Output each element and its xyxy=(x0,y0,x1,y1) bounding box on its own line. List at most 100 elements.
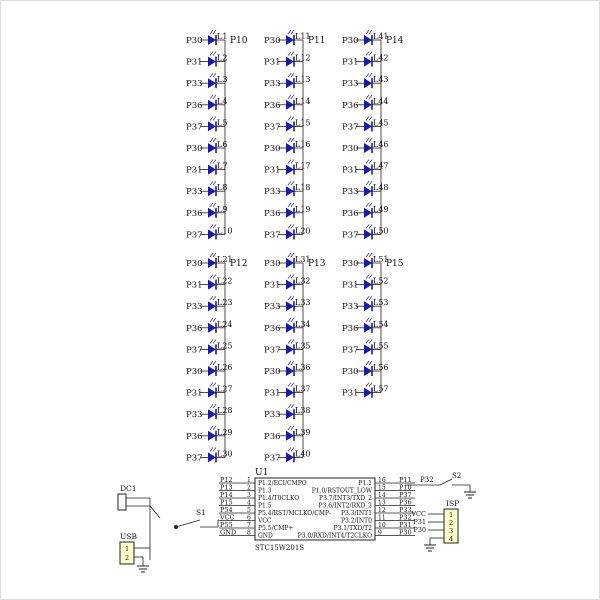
led-ref-label: L1 xyxy=(217,32,227,41)
isp-pin-number: 4 xyxy=(449,535,453,543)
mcu-pin-net: P32 xyxy=(399,514,412,522)
mcu-chip-body xyxy=(254,477,376,541)
led-ref-label: L27 xyxy=(217,385,233,394)
led-pin-label: P33 xyxy=(186,410,203,420)
led-ref-label: L48 xyxy=(373,183,389,192)
led-pin-label: P36 xyxy=(342,324,359,334)
mcu-pin-name: P1.5 xyxy=(258,503,272,510)
mcu-pin-name: P3.1/TXD/T2 xyxy=(333,525,372,532)
mcu-pin-number: 4 xyxy=(247,500,251,507)
mcu-pin-number: 12 xyxy=(378,507,386,514)
led-ref-label: L51 xyxy=(373,255,389,264)
led-ref-label: L46 xyxy=(373,140,389,149)
led-ref-label: L16 xyxy=(295,140,311,149)
led-emission-arrows xyxy=(365,382,373,387)
led-emission-arrows xyxy=(287,51,295,56)
led-ref-label: L54 xyxy=(373,320,389,329)
led-ref-label: L45 xyxy=(373,118,389,127)
mcu-pin-name: P1.4/T0CLKO xyxy=(258,495,299,502)
led-diode-icon xyxy=(364,258,372,268)
mcu-pin-name: P3.7/INT3/TXD_2 xyxy=(319,495,372,502)
led-diode-icon xyxy=(208,229,216,240)
led-ref-label: L31 xyxy=(295,255,311,264)
led-diode-icon xyxy=(286,229,294,240)
usb-pin-number: 2 xyxy=(125,554,129,562)
led-emission-arrows xyxy=(365,116,373,121)
led-emission-arrows xyxy=(287,425,295,431)
led-ref-label: L50 xyxy=(373,226,389,235)
isp-pin-number: 3 xyxy=(449,527,453,535)
led-pin-label: P33 xyxy=(264,302,281,312)
led-pin-label: P31 xyxy=(264,166,281,176)
mcu-pin-net: P37 xyxy=(399,491,412,499)
led-pin-label: P37 xyxy=(186,453,203,463)
led-emission-arrows xyxy=(209,202,217,208)
usb-label: USB xyxy=(120,532,137,541)
mcu-pin-number: 9 xyxy=(378,530,382,537)
led-ref-label: L3 xyxy=(217,75,227,84)
led-pin-label: P31 xyxy=(186,389,203,399)
led-diode-icon xyxy=(286,409,294,420)
led-pin-label: P31 xyxy=(342,58,359,68)
led-emission-arrows xyxy=(287,447,295,452)
led-pin-label: P37 xyxy=(186,122,203,132)
mcu-pin-number: 8 xyxy=(247,530,251,537)
led-diode-icon xyxy=(208,322,216,333)
led-pin-label: P31 xyxy=(342,281,359,291)
led-pin-label: P37 xyxy=(342,345,359,355)
usb-connector-icon xyxy=(119,541,135,565)
led-emission-arrows xyxy=(287,159,295,164)
led-pin-label: P33 xyxy=(264,410,281,420)
led-ref-label: L12 xyxy=(295,54,311,63)
led-ref-label: L13 xyxy=(295,75,311,84)
mcu-pin-number: 6 xyxy=(247,515,251,522)
led-ref-label: L47 xyxy=(373,162,389,171)
led-ref-label: L9 xyxy=(217,205,227,214)
led-emission-arrows xyxy=(209,274,217,279)
led-diode-icon xyxy=(286,56,294,67)
led-ref-label: L10 xyxy=(217,226,233,235)
led-pin-label: P37 xyxy=(264,122,281,132)
led-diode-icon xyxy=(208,387,216,398)
usb-pin-number: 1 xyxy=(125,545,129,553)
led-emission-arrows xyxy=(365,51,373,56)
led-ref-label: L22 xyxy=(217,277,233,286)
led-emission-arrows xyxy=(365,274,373,279)
led-diode-icon xyxy=(286,452,294,463)
led-emission-arrows xyxy=(365,180,373,186)
led-ref-label: L40 xyxy=(295,449,311,458)
led-ref-label: L24 xyxy=(217,320,233,329)
led-ref-label: L43 xyxy=(373,75,389,84)
mcu-pin-number: 10 xyxy=(378,522,386,529)
led-diode-icon xyxy=(208,143,216,153)
mcu-pin-number: 7 xyxy=(247,522,251,529)
led-emission-arrows xyxy=(287,274,295,279)
dc-jack-label: DC1 xyxy=(120,484,137,493)
led-ref-label: L52 xyxy=(373,277,389,286)
led-pin-label: P31 xyxy=(264,58,281,68)
led-diode-icon xyxy=(208,366,216,376)
led-diode-icon xyxy=(286,344,294,355)
led-diode-icon xyxy=(364,229,372,240)
led-port-label: P14 xyxy=(386,36,404,46)
led-ref-label: L6 xyxy=(217,140,227,149)
